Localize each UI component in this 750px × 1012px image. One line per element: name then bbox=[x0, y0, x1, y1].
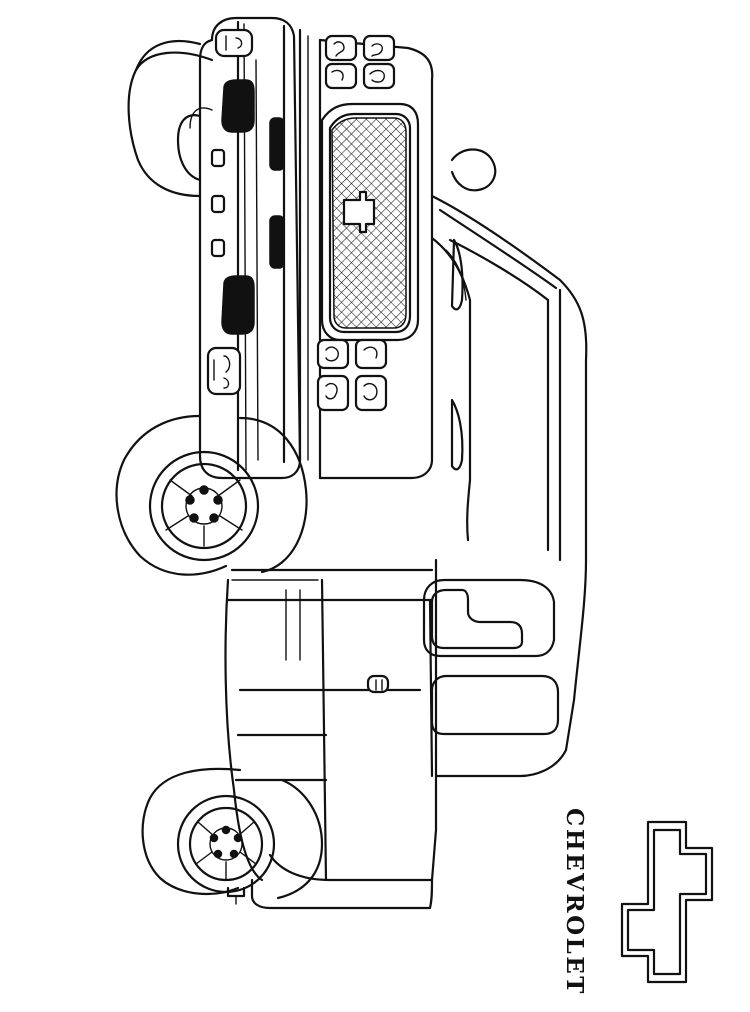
lower-lamp-row bbox=[316, 338, 388, 412]
grille-bowtie-badge-icon bbox=[342, 190, 376, 234]
chevrolet-wordmark: CHEVROLET bbox=[561, 808, 588, 996]
wheel-hub-mid bbox=[185, 485, 223, 523]
front-bumper bbox=[198, 16, 302, 480]
front-wheel-top bbox=[127, 40, 214, 198]
door-handle bbox=[366, 674, 390, 694]
rear-wheel bbox=[141, 767, 324, 905]
front-wheel-mid bbox=[115, 414, 308, 576]
bowtie-logo-icon bbox=[620, 820, 714, 984]
pickup-truck bbox=[115, 16, 588, 910]
upper-lamp-row bbox=[324, 34, 396, 90]
side-mirror bbox=[450, 148, 497, 192]
wheel-hub-rear bbox=[209, 825, 243, 859]
side-windows bbox=[422, 578, 560, 736]
truck-front bbox=[282, 24, 464, 480]
rear-bumper bbox=[250, 878, 434, 910]
